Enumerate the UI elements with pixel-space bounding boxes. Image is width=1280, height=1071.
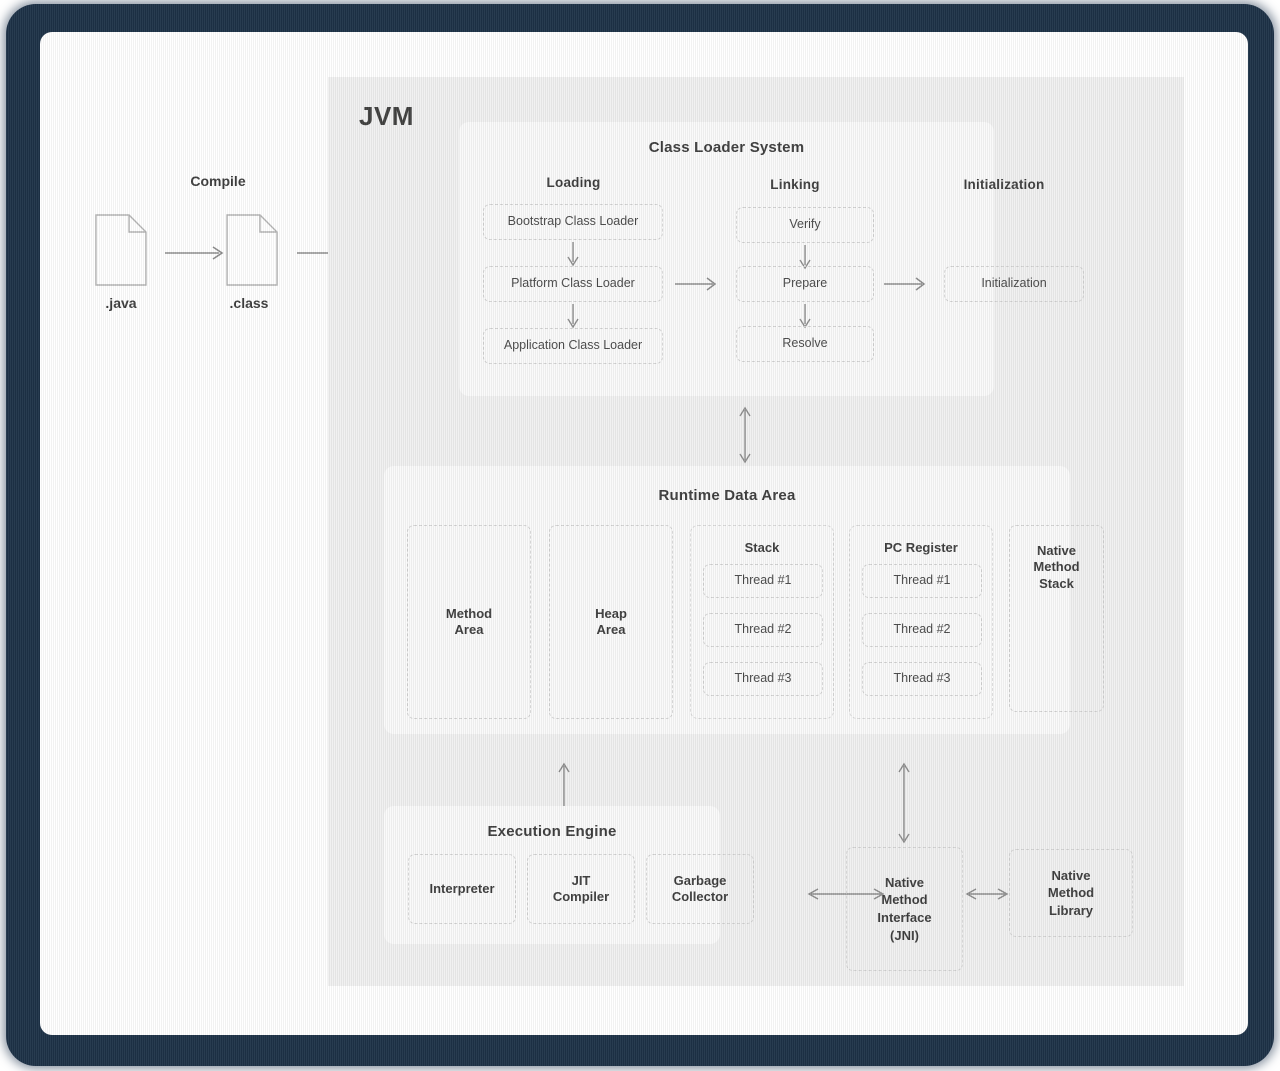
verify-box: Verify	[736, 207, 874, 243]
stack-title: Stack	[744, 540, 780, 555]
heap-area-box: Heap Area	[549, 525, 673, 719]
arrow-down-icon	[565, 304, 581, 330]
initialization-column-title: Initialization	[963, 177, 1045, 192]
arrow-down-icon	[565, 242, 581, 268]
arrow-right-icon	[165, 245, 227, 261]
stack-thread-box: Thread #2	[703, 613, 823, 647]
source-file-label: .java	[105, 295, 137, 311]
stack-group: Stack Thread #1 Thread #2 Thread #3	[690, 525, 834, 719]
class-loader-system-title: Class Loader System	[648, 139, 805, 156]
double-arrow-vertical-icon	[895, 762, 913, 844]
pc-register-thread-box: Thread #3	[862, 662, 982, 696]
resolve-box: Resolve	[736, 326, 874, 362]
stack-thread-box: Thread #3	[703, 662, 823, 696]
linking-column-title: Linking	[770, 177, 820, 192]
interpreter-box: Interpreter	[408, 854, 516, 924]
prepare-box: Prepare	[736, 266, 874, 302]
file-icon	[226, 214, 278, 286]
jit-compiler-box: JIT Compiler	[527, 854, 635, 924]
execution-engine-title: Execution Engine	[487, 823, 617, 840]
loading-column-title: Loading	[546, 175, 601, 190]
double-arrow-vertical-icon	[736, 406, 754, 464]
platform-class-loader-box: Platform Class Loader	[483, 266, 663, 302]
application-class-loader-box: Application Class Loader	[483, 328, 663, 364]
output-file-label: .class	[229, 295, 269, 311]
method-area-box: Method Area	[407, 525, 531, 719]
arrow-right-icon	[675, 276, 721, 292]
initialization-box: Initialization	[944, 266, 1084, 302]
file-icon	[95, 214, 147, 286]
pc-register-group: PC Register Thread #1 Thread #2 Thread #…	[849, 525, 993, 719]
bootstrap-class-loader-box: Bootstrap Class Loader	[483, 204, 663, 240]
native-method-library-box: Native Method Library	[1009, 849, 1133, 937]
double-arrow-horizontal-icon	[965, 885, 1009, 903]
compile-label: Compile	[190, 173, 246, 189]
pc-register-thread-box: Thread #1	[862, 564, 982, 598]
class-loader-system-panel: Class Loader System Loading Bootstrap Cl…	[459, 122, 1084, 396]
outer-frame: Compile .java .class	[6, 4, 1274, 1066]
stack-thread-box: Thread #1	[703, 564, 823, 598]
runtime-data-area-title: Runtime Data Area	[658, 487, 796, 504]
native-method-stack-box: Native Method Stack	[1009, 525, 1104, 712]
pc-register-title: PC Register	[884, 540, 958, 555]
diagram-card: Compile .java .class	[40, 32, 1248, 1035]
jvm-title: JVM	[359, 101, 414, 131]
arrow-down-icon	[797, 245, 813, 271]
arrow-right-icon	[884, 276, 930, 292]
arrow-down-icon	[797, 304, 813, 330]
native-method-interface-box: Native Method Interface (JNI)	[846, 847, 963, 971]
garbage-collector-box: Garbage Collector	[646, 854, 754, 924]
pc-register-thread-box: Thread #2	[862, 613, 982, 647]
runtime-data-area-panel: Runtime Data Area Method Area Heap Area …	[384, 466, 1104, 734]
execution-engine-panel: Execution Engine Interpreter JIT Compile…	[384, 806, 754, 944]
jvm-panel: JVM Class Loader System Loading Bootstra…	[328, 77, 1184, 986]
